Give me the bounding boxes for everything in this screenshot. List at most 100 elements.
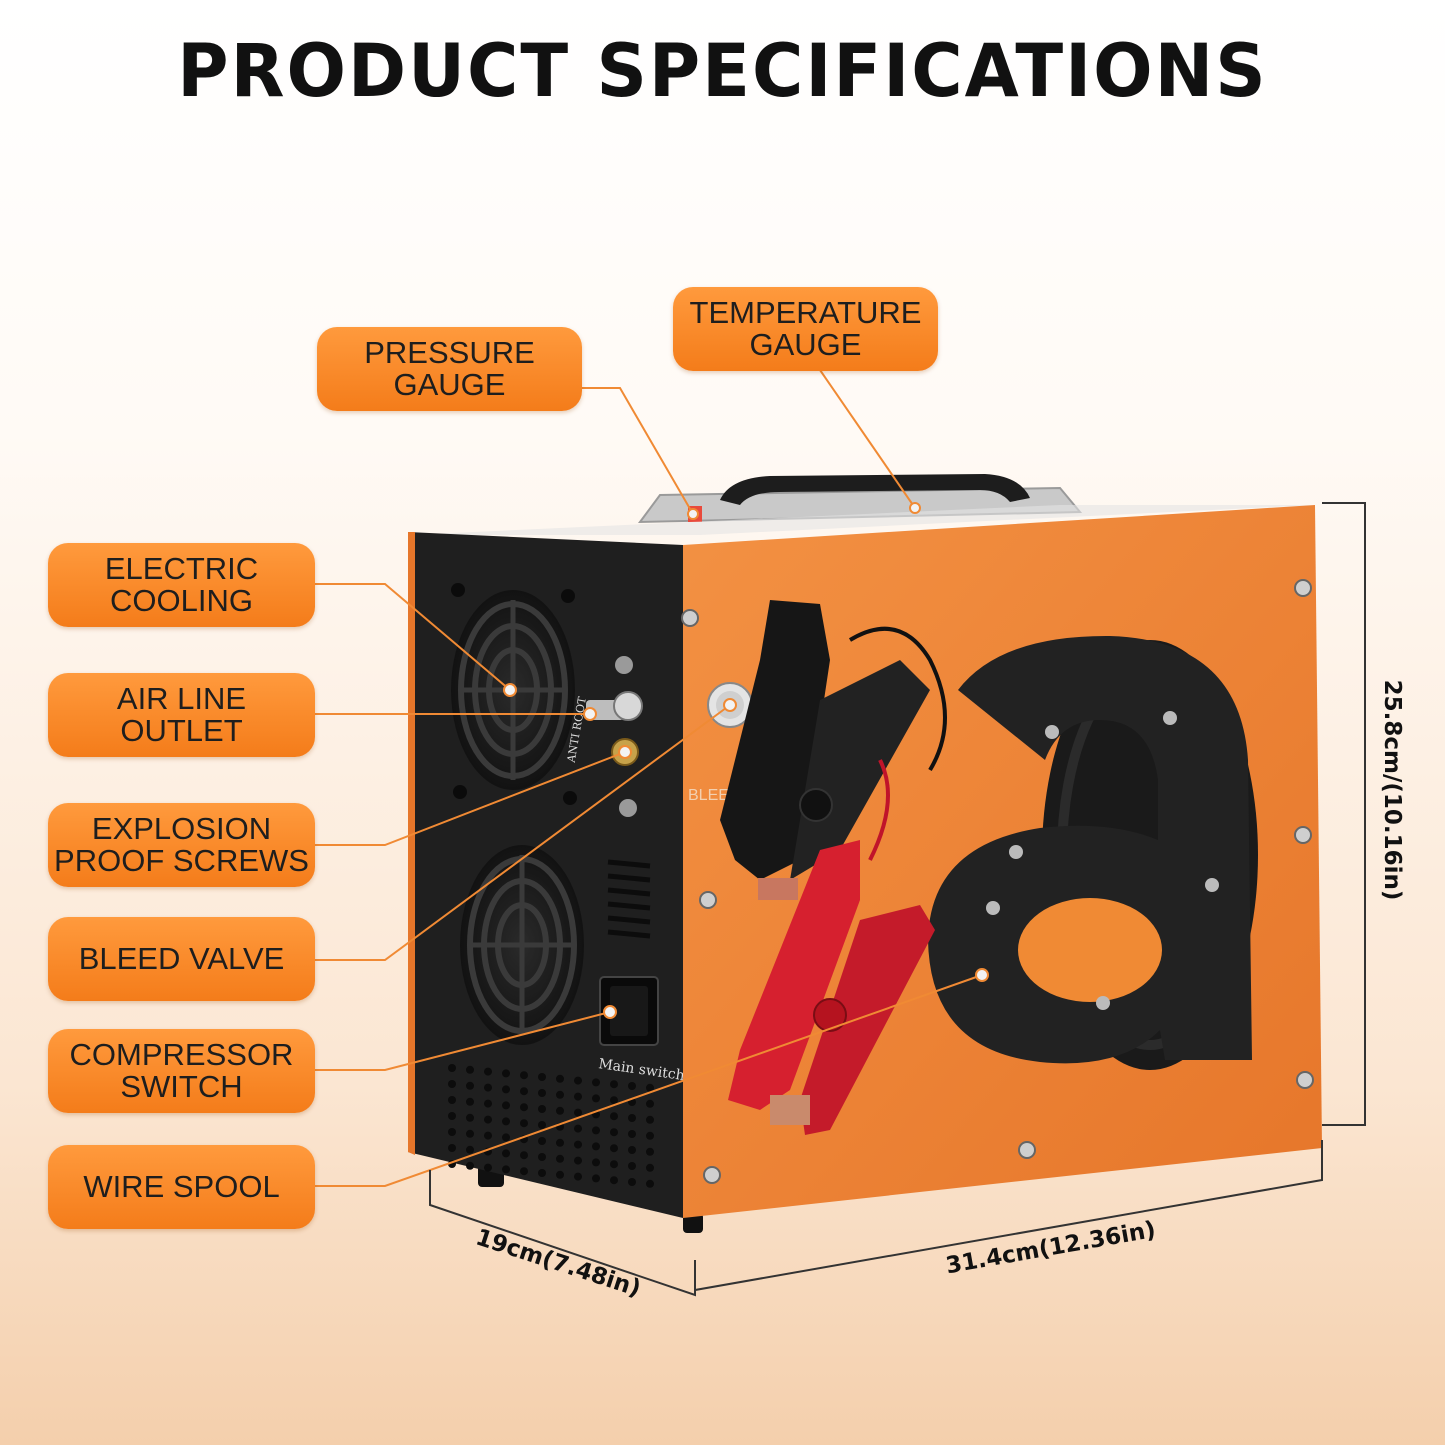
vent-hole [520,1071,528,1080]
vent-hole [538,1105,546,1113]
vent-hole [610,1080,618,1089]
vent-hole [646,1163,654,1172]
callout-explosion-proof-screws: EXPLOSION PROOF SCREWS [48,803,315,887]
callout-anchor-dots [503,502,989,1019]
vent-hole [538,1073,546,1081]
vent-hole [628,1162,636,1170]
vent-holes [448,1064,654,1188]
vent-hole [646,1099,654,1108]
vent-hole [484,1099,492,1108]
vent-hole [628,1082,636,1090]
vent-hole [538,1089,546,1097]
vent-hole [646,1083,654,1092]
vent-hole [448,1080,456,1088]
vent-hole [502,1101,510,1110]
vent-hole [466,1129,474,1138]
vent-hole [574,1124,582,1133]
callout-leader-lines [315,369,983,1187]
vent-hole [502,1133,510,1142]
vent-hole [448,1128,456,1136]
vent-hole [466,1065,474,1074]
callout-bleed-valve: BLEED VALVE [48,917,315,1001]
callout-air-line-outlet: AIR LINE OUTLET [48,673,315,757]
callout-compressor-switch: COMPRESSOR SWITCH [48,1029,315,1113]
vent-hole [610,1176,618,1185]
vent-hole [466,1161,474,1170]
vent-hole [592,1158,600,1167]
vent-hole [466,1097,474,1106]
black-clamp [720,600,947,900]
vent-hole [556,1154,564,1163]
vent-hole [556,1170,564,1179]
vent-hole [520,1087,528,1096]
vent-hole [574,1140,582,1149]
vent-hole [466,1145,474,1154]
height-dimension-label: 25.8cm/(10.16in) [1379,680,1405,901]
vent-hole [466,1081,474,1090]
vent-hole [610,1112,618,1121]
vent-hole [610,1128,618,1137]
vent-hole [610,1144,618,1153]
width-dimension-label: 31.4cm(12.36in) [944,1217,1158,1279]
fan-lower [460,845,584,1045]
vent-hole [484,1067,492,1076]
vent-hole [628,1114,636,1122]
vent-hole [484,1115,492,1124]
vent-hole [646,1115,654,1124]
vent-hole [574,1156,582,1165]
vent-hole [628,1130,636,1138]
vent-hole [646,1179,654,1188]
main-switch[interactable] [599,976,659,1046]
vent-hole [484,1083,492,1092]
vent-hole [484,1131,492,1140]
callout-temperature-gauge: TEMPERATURE GAUGE [673,287,938,371]
depth-dimension-label: 19cm(7.48in) [473,1224,644,1302]
vent-hole [592,1142,600,1151]
vent-hole [448,1112,456,1120]
vent-hole [592,1174,600,1183]
page-title: PRODUCT SPECIFICATIONS [177,27,1268,115]
callout-electric-cooling: ELECTRIC COOLING [48,543,315,627]
vent-hole [646,1131,654,1140]
vent-hole [556,1074,564,1083]
dimension-lines [429,502,1366,1297]
vent-hole [538,1121,546,1129]
vent-hole [448,1096,456,1104]
vent-hole [610,1160,618,1169]
vent-hole [592,1094,600,1103]
vent-hole [466,1113,474,1122]
vent-hole [592,1078,600,1087]
vent-hole [502,1117,510,1126]
vent-hole [556,1090,564,1099]
vent-hole [484,1163,492,1172]
vent-hole [448,1144,456,1152]
vent-hole [502,1069,510,1078]
vent-hole [592,1126,600,1135]
vent-hole [556,1138,564,1147]
vent-hole [502,1165,510,1174]
vent-hole [448,1064,456,1072]
wire-spool-cover [928,635,1252,1064]
red-clamp [728,759,935,1135]
vent-hole [520,1167,528,1176]
vent-hole [646,1147,654,1156]
vent-hole [556,1106,564,1115]
vent-hole [574,1092,582,1101]
callout-pressure-gauge: PRESSURE GAUGE [317,327,582,411]
vent-hole [538,1153,546,1161]
vent-slots [607,859,651,939]
vent-hole [628,1146,636,1154]
callout-wire-spool: WIRE SPOOL [48,1145,315,1229]
vent-hole [574,1076,582,1085]
vent-hole [520,1119,528,1128]
vent-hole [538,1137,546,1145]
vent-hole [574,1108,582,1117]
vent-hole [502,1085,510,1094]
vent-hole [538,1169,546,1177]
vent-hole [520,1103,528,1112]
vent-hole [502,1149,510,1158]
vent-hole [610,1096,618,1105]
vent-hole [628,1178,636,1186]
vent-hole [520,1151,528,1160]
